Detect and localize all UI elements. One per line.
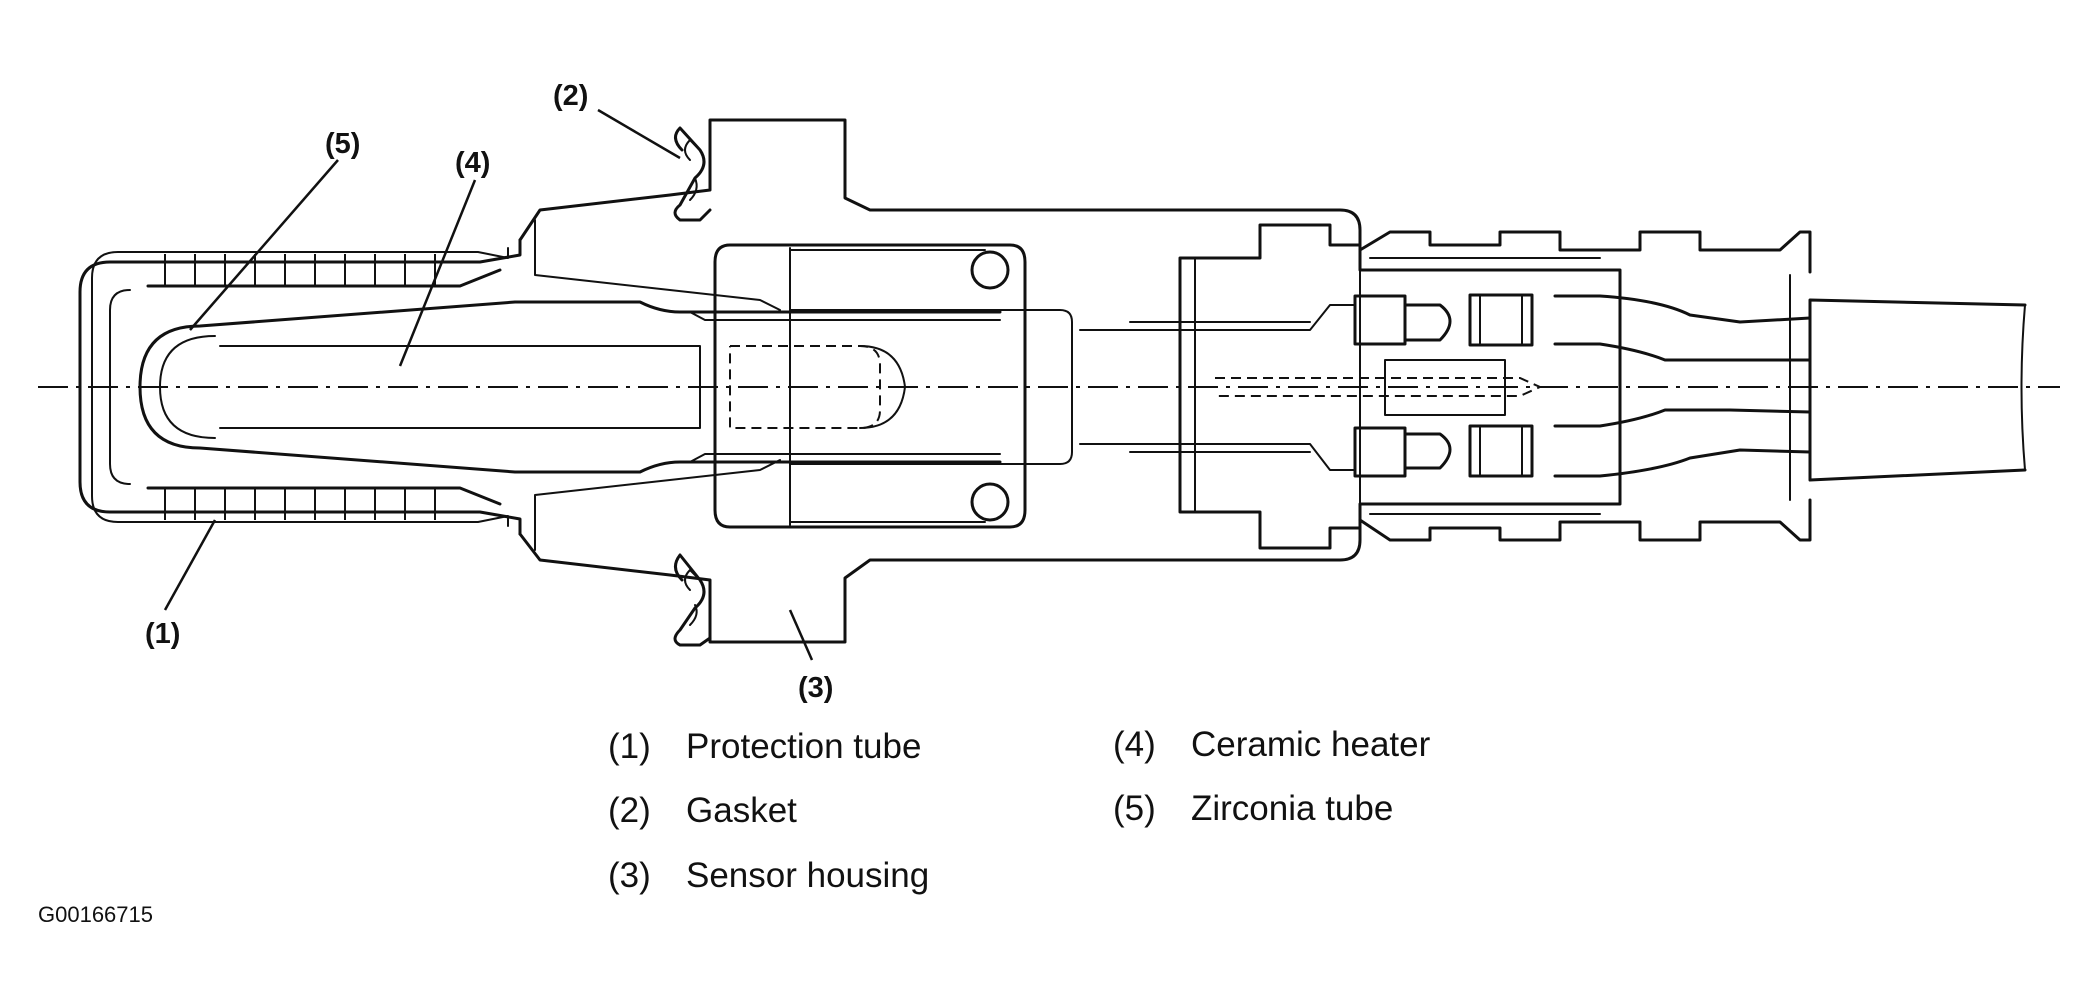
callout-5: (5): [325, 128, 360, 160]
legend-text-2: Gasket: [686, 791, 797, 830]
ceramic-heater: [219, 345, 906, 429]
leader-3: [788, 609, 814, 661]
sensor-housing: [518, 118, 1362, 644]
center-terminal-block: [1384, 359, 1506, 416]
legend-text-1: Protection tube: [686, 727, 921, 766]
terminal-bottom: [1353, 426, 1407, 478]
callout-3: (3): [798, 672, 833, 704]
legend-num-3: (3): [608, 856, 651, 895]
leader-1: [163, 519, 217, 611]
o-ring-bottom: [970, 482, 1010, 522]
leader-5: [189, 159, 339, 331]
figure-id: G00166715: [38, 902, 153, 927]
terminals: [1079, 293, 1543, 478]
leader-2: [597, 108, 681, 160]
legend-text-5: Zirconia tube: [1191, 789, 1393, 828]
protection-tube-perforations: [164, 254, 436, 520]
zirconia-tube: [138, 300, 1002, 474]
leader-4: [398, 179, 477, 367]
legend-num-1: (1): [608, 727, 651, 766]
gasket: [673, 126, 712, 647]
callout-1: (1): [145, 618, 180, 650]
o-ring-top: [970, 250, 1010, 290]
crimp-bottom: [1468, 424, 1534, 478]
legend: (1) Protection tube (2) Gasket (3) Senso…: [608, 725, 1431, 895]
crimp-top: [1468, 293, 1534, 347]
legend-text-4: Ceramic heater: [1191, 725, 1431, 764]
legend-num-2: (2): [608, 791, 651, 830]
legend-num-5: (5): [1113, 789, 1156, 828]
legend-text-3: Sensor housing: [686, 856, 929, 895]
protection-tube: [78, 238, 522, 536]
callout-2: (2): [553, 80, 588, 112]
terminal-top: [1353, 294, 1407, 346]
grommet-and-cable: [1553, 274, 2027, 501]
legend-num-4: (4): [1113, 725, 1156, 764]
connector-body: [1178, 223, 1812, 550]
callout-4: (4): [455, 147, 490, 179]
